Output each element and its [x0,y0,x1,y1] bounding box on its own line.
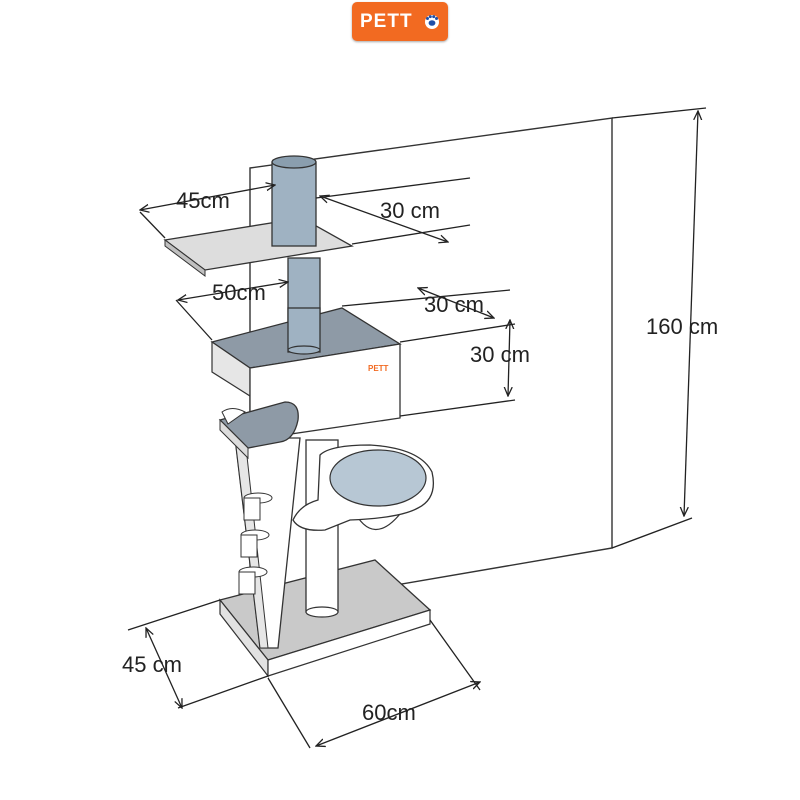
box-width-label: 50cm [212,280,266,305]
logo-text: PETT [360,11,413,32]
post-through-box [287,307,321,353]
base-depth-label: 45 cm [122,652,182,677]
height-dimension-arrow [684,111,698,516]
top-post [271,155,317,247]
top-shelf-depth-label: 30 cm [380,198,440,223]
dimension-lines [127,107,707,749]
front-step-platform [218,401,299,460]
box-height-label: 30 cm [470,342,530,367]
post-base-ellipse [287,345,321,355]
paw-icon [425,15,439,29]
top-shelf-width-label: 45cm [176,188,230,213]
product-logo: PETT [368,364,389,373]
height-label: 160 cm [646,314,719,339]
bowl-bed [292,444,435,531]
box-depth-label: 30 cm [424,292,484,317]
petto-logo: PETT [352,2,448,41]
base-width-label: 60cm [362,700,416,725]
ladder-panel [234,437,301,649]
